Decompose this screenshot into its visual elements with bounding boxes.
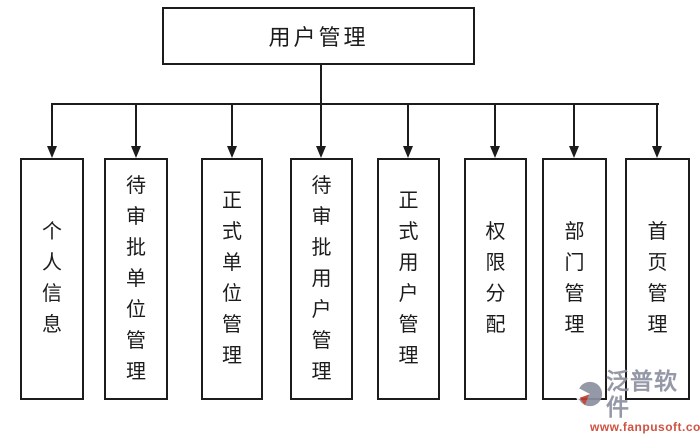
connector-line [407, 103, 409, 147]
node-user-management: 用户管理 [162, 7, 475, 65]
node-label: 正式单位管理 [222, 190, 242, 367]
connector-line [573, 103, 575, 147]
arrow-down-icon [131, 146, 141, 158]
connector-line [320, 103, 322, 147]
node-personal-info: 个人信息 [20, 158, 84, 400]
arrow-down-icon [490, 146, 500, 158]
node-formal-user-management: 正式用户管理 [377, 158, 440, 400]
connector-line [51, 103, 53, 147]
arrow-down-icon [316, 146, 326, 158]
node-label: 首页管理 [647, 221, 668, 336]
arrow-down-icon [569, 146, 579, 158]
node-label: 权限分配 [485, 221, 506, 336]
arrow-down-icon [227, 146, 237, 158]
connector-bus [51, 103, 659, 105]
node-permission-assignment: 权限分配 [464, 158, 527, 400]
node-label: 待审批用户管理 [311, 174, 332, 383]
connector-line [135, 103, 137, 147]
connector-line [494, 103, 496, 147]
node-homepage-management: 首页管理 [625, 158, 690, 400]
connector-stem [320, 63, 322, 105]
node-formal-unit-management: 正式单位管理 [201, 158, 263, 400]
node-pending-user-management: 待审批用户管理 [290, 158, 353, 400]
node-label: 部门管理 [564, 221, 585, 336]
node-pending-unit-management: 待审批单位管理 [104, 158, 168, 400]
node-label: 正式用户管理 [398, 190, 419, 367]
node-department-management: 部门管理 [542, 158, 607, 400]
node-label: 用户管理 [268, 25, 369, 50]
arrow-down-icon [652, 146, 662, 158]
arrow-down-icon [403, 146, 413, 158]
node-label: 个人信息 [42, 221, 62, 336]
connector-line [656, 103, 658, 147]
connector-line [231, 103, 233, 147]
watermark-url-text: www.fanpusoft.com [590, 420, 700, 434]
node-label: 待审批单位管理 [126, 174, 146, 383]
arrow-down-icon [47, 146, 57, 158]
